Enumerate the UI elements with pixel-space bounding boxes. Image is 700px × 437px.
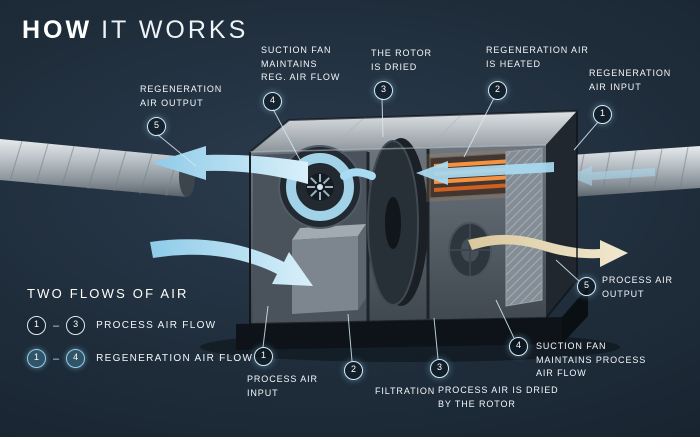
callout-label-rotor-dried: THE ROTOR IS DRIED (371, 48, 432, 72)
callout-badge-regen-heated: 2 (488, 81, 507, 100)
page-title-strong: HOW (22, 16, 93, 44)
left-duct (0, 139, 195, 197)
regen-input-arrow (568, 166, 655, 186)
base (236, 287, 588, 350)
callout-badge-regen-fan: 4 (263, 92, 282, 111)
process-duct-box (292, 224, 366, 314)
callout-badge-filtration: 2 (344, 361, 363, 380)
callout-label-process-dried: PROCESS AIR IS DRIED BY THE ROTOR (438, 385, 559, 409)
legend-badge-process-to: 3 (66, 316, 86, 335)
legend-badge-process-from: 1 (27, 316, 46, 335)
process-fan (448, 222, 492, 278)
legend-dash: – (53, 319, 60, 332)
right-duct (556, 146, 700, 198)
legend-row-regeneration: 1 – 4 REGENERATION AIR FLOW (27, 349, 253, 368)
callout-badge-rotor-dried: 3 (374, 81, 393, 100)
callout-badge-regen-input: 1 (593, 105, 612, 124)
callout-label-filtration: FILTRATION (375, 386, 436, 396)
legend-label-regen: REGENERATION AIR FLOW (96, 353, 254, 364)
process-output-arrow (468, 234, 628, 267)
legend-badge-regen-from: 1 (27, 349, 46, 368)
legend: TWO FLOWS OF AIR 1 – 3 PROCESS AIR FLOW … (27, 286, 253, 382)
callout-badge-process-input: 1 (254, 347, 273, 366)
suction-fan (278, 145, 362, 229)
filter-mesh (505, 147, 543, 307)
callout-label-process-output: PROCESS AIR OUTPUT (602, 275, 673, 299)
legend-row-process: 1 – 3 PROCESS AIR FLOW (27, 316, 253, 335)
regen-flow-arrows (152, 146, 554, 185)
callout-label-regen-fan: SUCTION FAN MAINTAINS REG. AIR FLOW (261, 45, 341, 82)
legend-dash: – (53, 352, 60, 365)
leader-lines (156, 97, 599, 362)
rotor (367, 138, 428, 306)
callout-badge-regen-output: 5 (147, 117, 166, 136)
callout-badge-process-dried: 3 (430, 359, 449, 378)
legend-heading: TWO FLOWS OF AIR (27, 286, 189, 301)
callout-label-regen-output: REGENERATION AIR OUTPUT (140, 84, 223, 108)
callout-badge-process-output: 5 (577, 277, 596, 296)
cabinet (150, 109, 628, 350)
callout-label-regen-input: REGENERATION AIR INPUT (589, 68, 672, 92)
callout-label-regen-heated: REGENERATION AIR IS HEATED (486, 45, 589, 69)
page-title: HOW IT WORKS (22, 16, 248, 45)
process-input-arrow (150, 239, 313, 286)
callout-label-process-input: PROCESS AIR INPUT (247, 374, 318, 398)
page-title-light: IT WORKS (101, 16, 249, 44)
legend-label-process: PROCESS AIR FLOW (96, 320, 217, 331)
callout-label-process-fan: SUCTION FAN MAINTAINS PROCESS AIR FLOW (536, 341, 647, 378)
legend-badge-regen-to: 4 (66, 349, 86, 368)
callout-badge-process-fan: 4 (509, 337, 528, 356)
